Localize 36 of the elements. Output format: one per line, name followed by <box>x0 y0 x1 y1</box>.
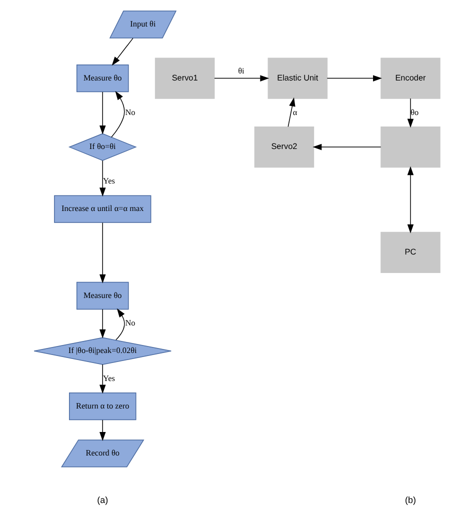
arrow <box>99 308 106 338</box>
arrow <box>288 97 296 128</box>
node-box: Measure θo <box>76 64 129 92</box>
arrow <box>99 160 106 197</box>
label: (b) <box>405 494 416 505</box>
node-box: Increase α until α=α max <box>54 195 152 223</box>
edge-label: α <box>292 108 298 117</box>
edge-label: No <box>125 318 136 328</box>
node-box: Servo1 <box>154 58 215 99</box>
node-box: Encoder <box>380 58 440 99</box>
node-diamond: If θo=θi <box>68 133 137 161</box>
arrow <box>112 38 134 66</box>
arrow <box>214 75 270 82</box>
edge-label: No <box>125 108 136 117</box>
arrow <box>99 364 106 394</box>
arrow <box>407 98 414 128</box>
node-box: Servo2 <box>254 126 314 168</box>
edge-label: Yes <box>103 374 115 383</box>
node-box: Elastic Unit <box>268 58 328 99</box>
edge-label: Yes <box>103 176 115 186</box>
arrow <box>99 420 106 441</box>
node-box: Return α to zero <box>69 392 136 420</box>
arrow <box>312 144 382 150</box>
arrow <box>111 90 125 138</box>
edge-label: θi <box>238 66 244 76</box>
arrow <box>407 166 414 234</box>
arrow <box>326 75 382 82</box>
arrow <box>116 308 125 340</box>
node-diamond: If |θo-θi|peak=0.02θi <box>34 337 172 365</box>
arrow <box>99 92 106 134</box>
node-box: Measure θo <box>76 282 129 310</box>
label: (a) <box>97 494 108 505</box>
node-box <box>380 126 440 168</box>
edge-label: θo <box>410 108 419 117</box>
arrow <box>99 222 106 284</box>
node-box: PC <box>380 232 440 273</box>
